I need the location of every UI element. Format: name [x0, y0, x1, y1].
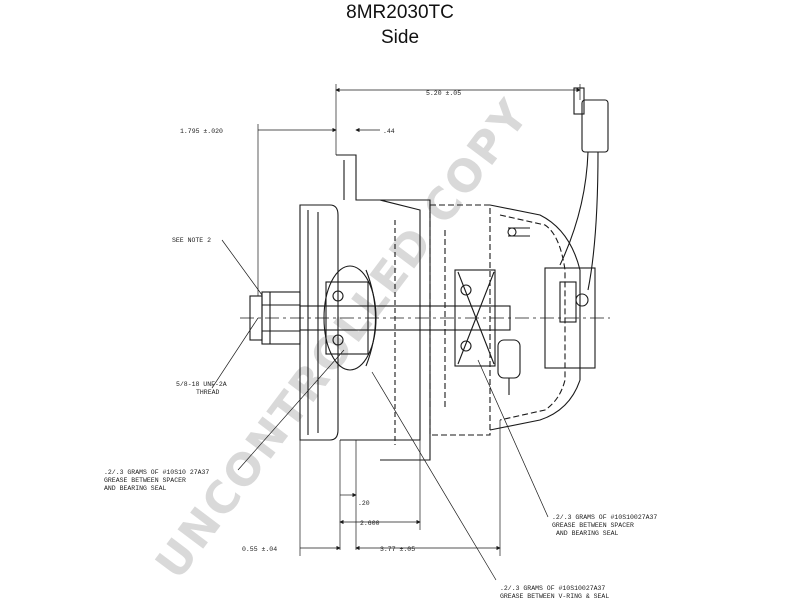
- see-note-label: SEE NOTE 2: [172, 237, 211, 244]
- front-offset-dim: 1.795 ±.020: [180, 128, 223, 135]
- grease-front-line-2: GREASE BETWEEN SPACER: [104, 477, 186, 484]
- alternator-outline: [240, 87, 610, 461]
- grease-front-line-1: .2/.3 GRAMS OF #10S10 27A37: [104, 469, 209, 476]
- thread-note-line-1: 5/8-18 UNF-2A: [176, 381, 227, 388]
- hub-width-dim: .44: [383, 128, 395, 135]
- thread-note-line-2: THREAD: [196, 389, 220, 396]
- grease-rear-line-2: GREASE BETWEEN SPACER: [552, 522, 634, 529]
- front-to-mount-dim: 0.55 ±.04: [242, 546, 277, 553]
- grease-vring-line-1: .2/.3 GRAMS OF #10S10027A37: [500, 585, 605, 592]
- dimension-lines: [211, 84, 581, 581]
- grease-rear-line-1: .2/.3 GRAMS OF #10S10027A37: [552, 514, 657, 521]
- overall-length-dim: 5.20 ±.05: [426, 90, 461, 97]
- grease-rear-line-3: AND BEARING SEAL: [556, 530, 619, 537]
- mount-span-dim: 2.600: [360, 520, 380, 527]
- spacer-dim: .20: [358, 500, 370, 507]
- drawing-subtitle: Side: [380, 27, 420, 48]
- grease-vring-line-2: GREASE BETWEEN V-RING & SEAL: [500, 593, 609, 600]
- drawing-title: 8MR2030TC: [346, 2, 454, 23]
- grease-front-line-3: AND BEARING SEAL: [104, 485, 167, 492]
- mount-to-rear-dim: 3.77 ±.05: [380, 546, 415, 553]
